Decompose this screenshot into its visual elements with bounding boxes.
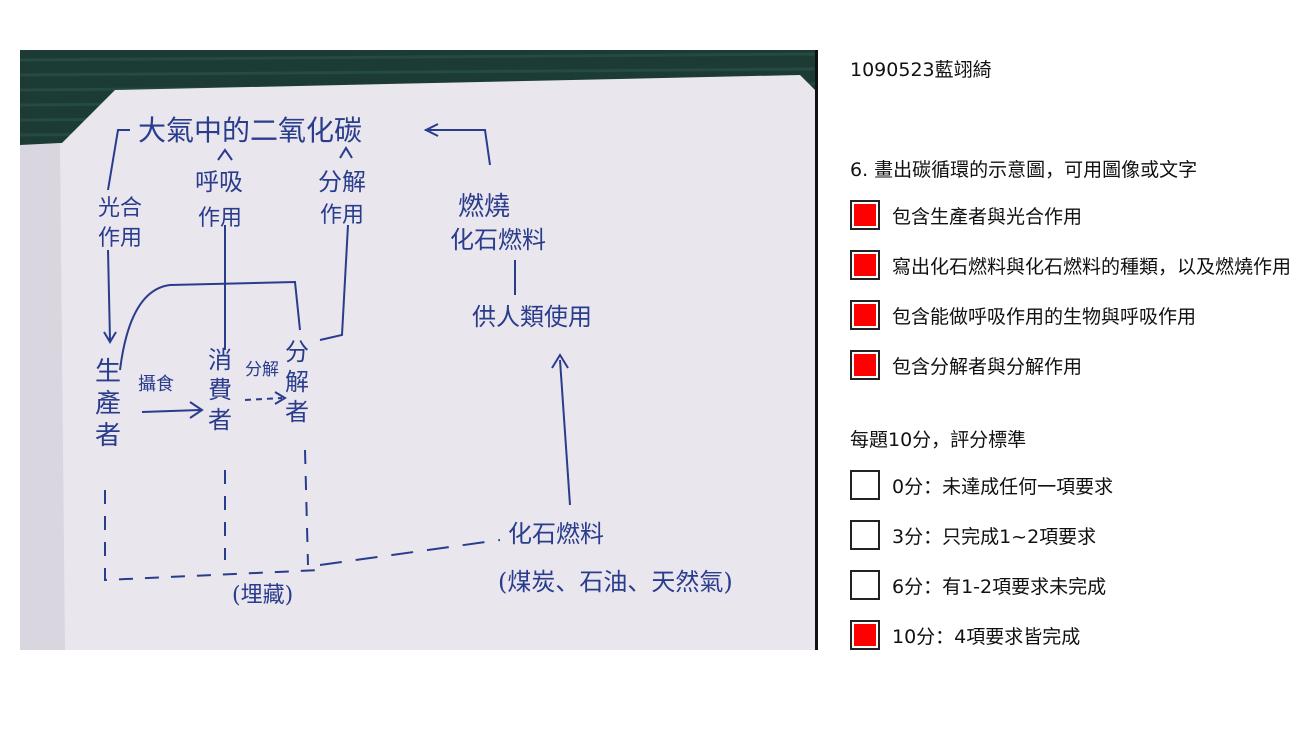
drawing-combustion-2: 化石燃料 [450,226,546,254]
drawing-fuel-types: (煤炭、石油、天然氣) [498,568,733,596]
drawing-respiration-2: 作用 [198,206,242,231]
requirement-label: 寫出化石燃料與化石燃料的種類，以及燃燒作用 [892,255,1292,278]
rubric-checkbox[interactable] [850,520,880,550]
student-id: 1090523藍翊綺 [850,59,992,81]
drawing-decomposition-2: 作用 [320,203,364,228]
rubric-option[interactable]: 6分：有1-2項要求未完成 [850,570,1106,600]
rubric-label: 0分：未達成任何一項要求 [892,475,1114,498]
drawing-eat: 攝食 [138,374,174,395]
rubric-option[interactable]: 3分：只完成1~2項要求 [850,520,1096,550]
handwritten-diagram-photo: 大氣中的二氧化碳 光合 作用 呼吸 作用 分解 作用 燃燒 化石燃料 供人類使用… [20,50,818,650]
drawing-human-use: 供人類使用 [472,303,592,331]
requirement-checkbox[interactable] [850,200,880,230]
requirement-item[interactable]: 包含能做呼吸作用的生物與呼吸作用 [850,300,1196,330]
requirement-checkbox[interactable] [850,350,880,380]
drawing-consumer: 消 費 者 [208,346,240,434]
requirement-label: 包含生產者與光合作用 [892,205,1083,228]
grading-panel: 1090523藍翊綺 6. 畫出碳循環的示意圖，可用圖像或文字 包含生產者與光合… [850,0,1300,750]
rubric-checkbox[interactable] [850,570,880,600]
drawing-title: 大氣中的二氧化碳 [138,114,362,147]
drawing-decompose: 分解 [245,360,279,380]
requirement-checkbox[interactable] [850,250,880,280]
requirement-checkbox[interactable] [850,300,880,330]
drawing-buried: (埋藏) [232,583,293,608]
question-title: 6. 畫出碳循環的示意圖，可用圖像或文字 [850,159,1198,181]
drawing-respiration-1: 呼吸 [195,168,243,196]
requirement-item[interactable]: 寫出化石燃料與化石燃料的種類，以及燃燒作用 [850,250,1291,280]
requirement-item[interactable]: 包含生產者與光合作用 [850,200,1082,230]
requirement-label: 包含分解者與分解作用 [892,355,1083,378]
drawing-producer: 生 產 者 [95,357,129,451]
requirement-item[interactable]: 包含分解者與分解作用 [850,350,1082,380]
rubric-checkbox[interactable] [850,620,880,650]
drawing-photosynthesis-1: 光合 [98,196,142,221]
drawing-combustion-1: 燃燒 [458,192,510,222]
requirement-label: 包含能做呼吸作用的生物與呼吸作用 [892,305,1197,328]
rubric-title: 每題10分，評分標準 [850,429,1027,451]
drawing-decomposition-1: 分解 [318,168,366,196]
rubric-option[interactable]: 0分：未達成任何一項要求 [850,470,1113,500]
rubric-checkbox[interactable] [850,470,880,500]
rubric-option[interactable]: 10分：4項要求皆完成 [850,620,1080,650]
drawing-decomposer: 分 解 者 [285,338,317,426]
rubric-label: 10分：4項要求皆完成 [892,625,1081,648]
drawing-fossil-fuel: 化石燃料 [508,520,604,548]
rubric-label: 3分：只完成1~2項要求 [892,525,1097,548]
rubric-label: 6分：有1-2項要求未完成 [892,575,1107,598]
drawing-photosynthesis-2: 作用 [98,226,142,251]
